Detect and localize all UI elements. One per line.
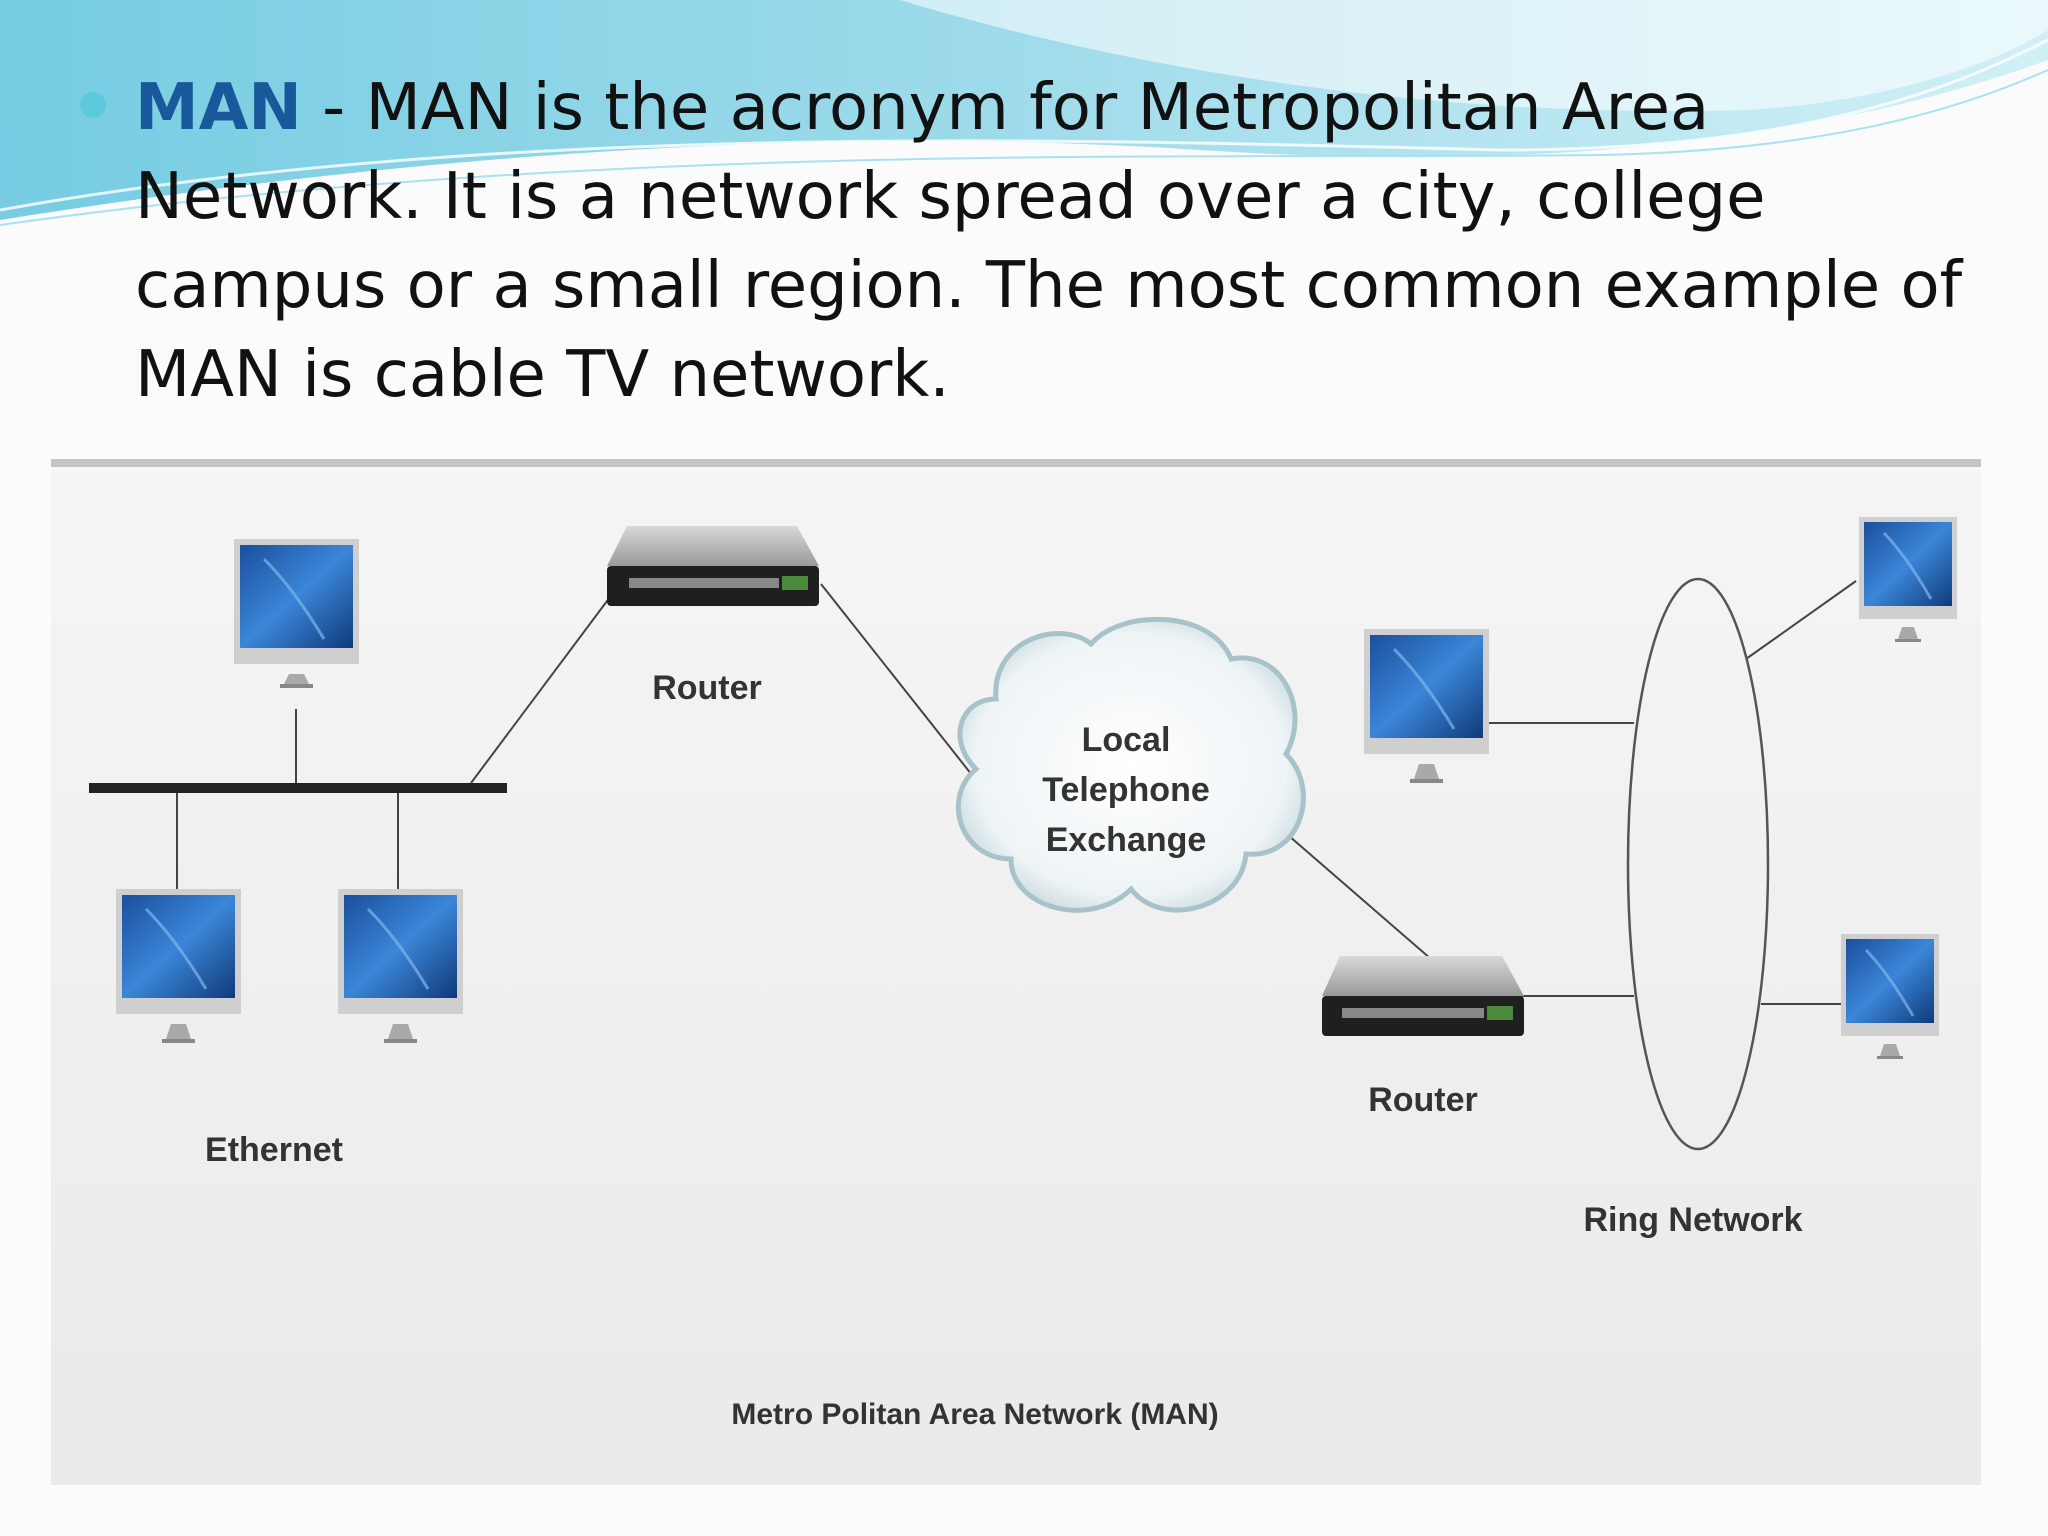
computer-icon <box>338 889 463 1043</box>
cloud-icon <box>956 616 1306 913</box>
router-right-label: Router <box>1368 1081 1478 1119</box>
header-swoosh <box>0 0 2048 226</box>
ethernet-label: Ethernet <box>205 1131 343 1169</box>
man-diagram: Router Local Telephone Exchange Router E… <box>51 459 1981 1485</box>
router-left-label: Router <box>652 669 762 707</box>
router-icon <box>1322 956 1524 1036</box>
computer-icon <box>234 539 359 688</box>
computer-icon <box>1859 517 1957 642</box>
computer-icon <box>1364 629 1489 783</box>
exchange-label-line3: Exchange <box>1046 821 1207 859</box>
connection-lines <box>470 580 1857 1005</box>
ring-network-icon <box>1626 577 1770 1151</box>
term-man: MAN <box>135 71 302 145</box>
diagram-caption: Metro Politan Area Network (MAN) <box>731 1398 1218 1431</box>
figure-top-border <box>51 459 1981 467</box>
computer-icon <box>116 889 241 1043</box>
man-diagram-figure: Router Local Telephone Exchange Router E… <box>51 459 1981 1485</box>
exchange-label-line2: Telephone <box>1042 771 1210 809</box>
bullet-paragraph: MAN - MAN is the acronym for Metropolita… <box>135 64 2005 420</box>
bullet-dot-icon <box>80 92 106 118</box>
bullet-definition: - MAN is the acronym for Metropolitan Ar… <box>135 71 1963 412</box>
ring-network-label: Ring Network <box>1583 1201 1802 1239</box>
router-icon <box>607 526 819 606</box>
exchange-label-line1: Local <box>1082 721 1171 759</box>
ethernet-bus <box>89 709 507 889</box>
computer-icon <box>1841 934 1939 1059</box>
